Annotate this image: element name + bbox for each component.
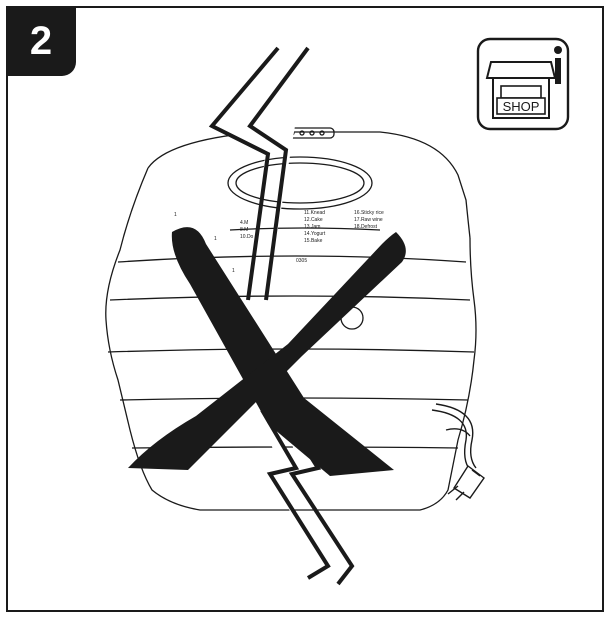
model-number: 0305 <box>296 258 307 264</box>
power-cord <box>431 403 477 471</box>
program-label: 18.Defrost <box>354 224 378 230</box>
program-label: 16.Sticky rice <box>354 210 384 216</box>
panel-marker: 1 <box>232 268 235 274</box>
program-label: 14.Yogurt <box>304 231 326 237</box>
panel-marker: 1 <box>214 236 217 242</box>
cross-mark-icon <box>128 227 406 476</box>
program-label: 15.Bake <box>304 238 323 244</box>
program-label: 11.Knead <box>304 210 325 216</box>
control-panel-labels: 11.Knead 12.Cake 13.Jam 14.Yogurt 15.Bak… <box>174 210 384 274</box>
program-label: 10.Do <box>240 234 254 240</box>
program-label: 4.M <box>240 220 248 226</box>
shop-info-icon: SHOP <box>476 37 570 131</box>
lightning-crack-icon <box>208 46 355 586</box>
panel-marker: 1 <box>174 212 177 218</box>
program-label: 17.Raw wine <box>354 217 383 223</box>
plug-icon <box>447 464 485 501</box>
appliance-body <box>105 127 477 511</box>
program-label: 8.M <box>240 227 248 233</box>
program-label: 12.Cake <box>304 217 323 223</box>
program-label: 13.Jam <box>304 224 320 230</box>
step-number-badge: 2 <box>6 6 76 76</box>
shop-label: SHOP <box>503 99 540 114</box>
